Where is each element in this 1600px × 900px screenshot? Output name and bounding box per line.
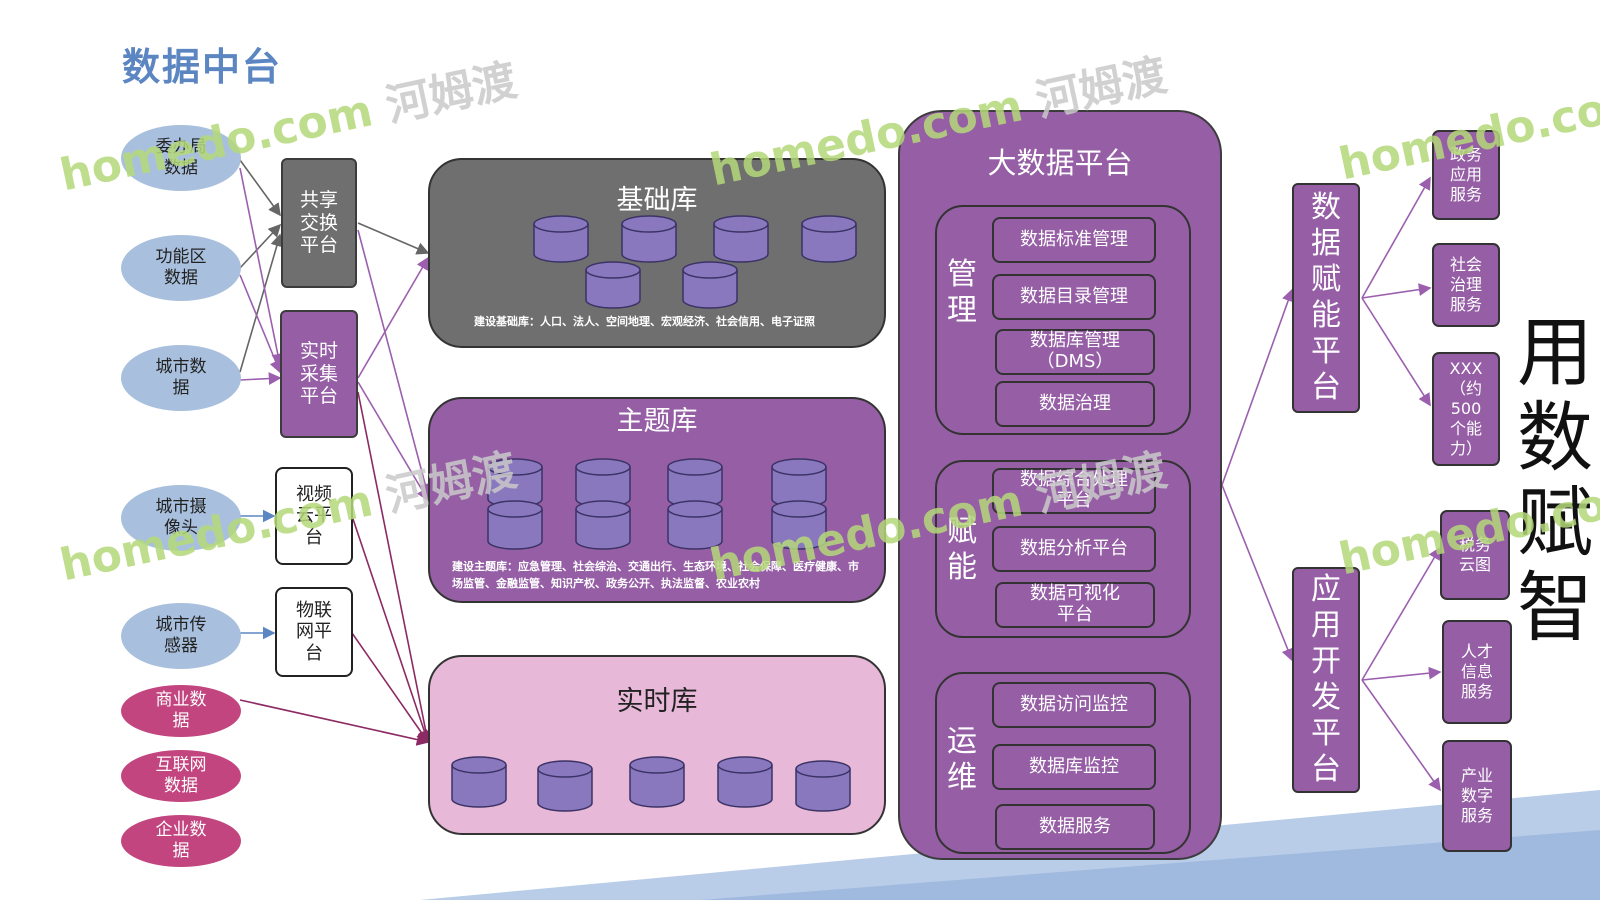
theme-library: 主题库 建设主题库：应急管理、社会综治、交通出行、生态环境、社会保障、医疗健康、…: [428, 397, 886, 603]
video-cloud-label: 视频 云平 台: [296, 483, 332, 548]
item-label: 数据库管理 （DMS）: [1030, 330, 1120, 372]
data-catalog-management: 数据目录管理: [992, 274, 1156, 320]
source-label: 委办局 数据: [155, 136, 207, 178]
item-label: 数据服务: [1039, 815, 1111, 837]
source-label: 商业数 据: [155, 689, 207, 731]
data-service: 数据服务: [995, 804, 1155, 850]
service-label: 社会 治理 服务: [1449, 255, 1482, 314]
big-data-platform: 大数据平台 管 理 数据标准管理 数据目录管理 数据库管理 （DMS） 数据治理…: [898, 110, 1222, 860]
item-label: 数据标准管理: [1020, 228, 1128, 250]
data-empower-platform: 数 据 赋 能 平 台: [1292, 183, 1360, 413]
source-commission-data: 委办局 数据: [121, 125, 241, 191]
item-label: 数据访问监控: [1020, 693, 1128, 715]
industry-digital-service: 产业 数字 服务: [1442, 740, 1512, 852]
iot-label: 物联 网平 台: [296, 599, 332, 664]
item-label: 数据库监控: [1029, 755, 1119, 777]
database-icon: [533, 215, 857, 309]
theme-library-title: 主题库: [616, 406, 698, 437]
data-empower-label: 数 据 赋 能 平 台: [1311, 190, 1341, 405]
database-monitoring: 数据库监控: [992, 744, 1156, 790]
app-dev-label: 应 用 开 发 平 台: [1311, 572, 1341, 787]
source-city-sensor: 城市传 感器: [121, 603, 241, 669]
source-enterprise-data: 企业数 据: [121, 815, 241, 867]
realtime-library: 实时库: [428, 655, 886, 835]
source-function-zone-data: 功能区 数据: [121, 235, 241, 301]
realtime-collect-platform: 实时 采集 平台: [280, 310, 358, 438]
data-analysis-platform: 数据分析平台: [992, 526, 1156, 572]
item-label: 数据综合处理 平台: [1020, 469, 1128, 511]
source-label: 互联网 数据: [155, 754, 207, 796]
realtime-library-title: 实时库: [616, 686, 698, 717]
base-library-title: 基础库: [616, 185, 698, 216]
realtime-collect-label: 实时 采集 平台: [299, 339, 338, 408]
iot-platform: 物联 网平 台: [275, 587, 353, 677]
database-management-dms: 数据库管理 （DMS）: [995, 329, 1155, 375]
service-label: 税务 云图: [1458, 535, 1491, 574]
service-label: 产业 数字 服务: [1460, 766, 1493, 825]
service-label: XXX （约 500 个能 力）: [1449, 359, 1483, 458]
manage-group: 管 理 数据标准管理 数据目录管理 数据库管理 （DMS） 数据治理: [935, 205, 1191, 435]
empower-group-label: 赋 能: [947, 514, 977, 585]
item-label: 数据治理: [1039, 392, 1111, 414]
ops-group-label: 运 维: [947, 724, 977, 795]
exchange-platform-label: 共享 交换 平台: [299, 188, 338, 257]
item-label: 数据分析平台: [1020, 537, 1128, 559]
database-icon-group: [451, 756, 851, 812]
data-processing-platform: 数据综合处理 平台: [992, 468, 1156, 514]
gov-app-service: 政务 应用 服务: [1432, 130, 1500, 220]
source-commercial-data: 商业数 据: [121, 685, 241, 737]
theme-library-note: 建设主题库：应急管理、社会综治、交通出行、生态环境、社会保障、医疗健康、市场监管…: [452, 560, 859, 590]
source-label: 城市摄 像头: [155, 496, 207, 538]
exchange-platform: 共享 交换 平台: [281, 158, 357, 288]
service-label: 人才 信息 服务: [1460, 642, 1493, 701]
data-standard-management: 数据标准管理: [992, 217, 1156, 263]
service-label: 政务 应用 服务: [1449, 145, 1482, 204]
page-title: 数据中台: [122, 45, 283, 89]
empower-intelligence-text: 用 数 赋 智: [1517, 308, 1593, 653]
source-label: 城市传 感器: [155, 614, 207, 656]
database-icon: [451, 756, 851, 812]
database-icon-group: [487, 458, 827, 550]
source-city-camera: 城市摄 像头: [121, 485, 241, 551]
big-data-platform-title: 大数据平台: [987, 146, 1133, 180]
item-label: 数据目录管理: [1020, 285, 1128, 307]
capabilities-service: XXX （约 500 个能 力）: [1432, 352, 1500, 466]
app-dev-platform: 应 用 开 发 平 台: [1292, 567, 1360, 793]
data-governance: 数据治理: [995, 381, 1155, 427]
source-city-data: 城市数 据: [121, 345, 241, 411]
database-icon: [487, 458, 827, 550]
source-label: 功能区 数据: [155, 246, 207, 288]
base-library-note: 建设基础库：人口、法人、空间地理、宏观经济、社会信用、电子证照: [474, 315, 815, 328]
tax-cloud-map: 税务 云图: [1440, 510, 1510, 600]
source-label: 企业数 据: [155, 819, 207, 861]
source-internet-data: 互联网 数据: [121, 750, 241, 802]
empower-group: 赋 能 数据综合处理 平台 数据分析平台 数据可视化 平台: [935, 460, 1191, 638]
data-visualization-platform: 数据可视化 平台: [995, 582, 1155, 628]
item-label: 数据可视化 平台: [1030, 583, 1120, 625]
talent-info-service: 人才 信息 服务: [1442, 620, 1512, 724]
ops-group: 运 维 数据访问监控 数据库监控 数据服务: [935, 672, 1191, 854]
social-governance-service: 社会 治理 服务: [1432, 243, 1500, 327]
video-cloud-platform: 视频 云平 台: [275, 467, 353, 565]
database-icon-group: [533, 215, 857, 309]
manage-group-label: 管 理: [947, 257, 977, 328]
data-access-monitoring: 数据访问监控: [992, 682, 1156, 728]
source-label: 城市数 据: [155, 356, 207, 398]
base-library: 基础库 建设基础库：人口、法人、空间地理、宏观经济、社会信用、电子证照: [428, 158, 886, 348]
